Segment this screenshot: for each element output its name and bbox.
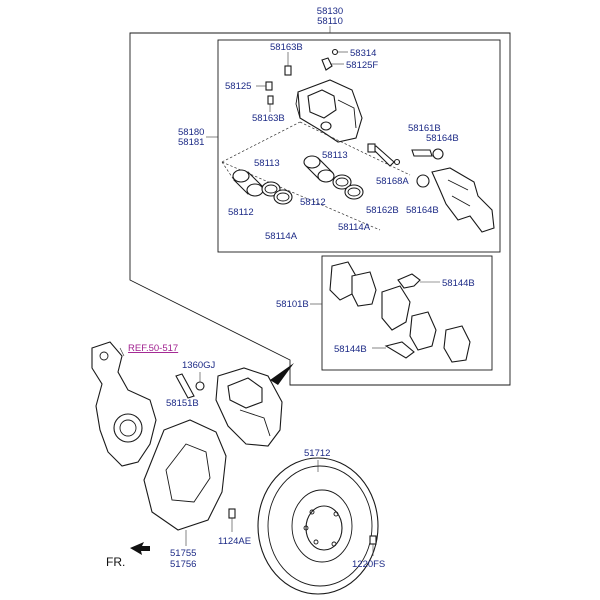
clip-58144b-bottom xyxy=(372,341,415,359)
label-58162b: 58162B xyxy=(366,205,399,216)
assembly-outline xyxy=(129,32,511,386)
label-51756: 51756 xyxy=(170,559,196,570)
label-58151b: 58151B xyxy=(166,398,199,409)
pad-kit-box xyxy=(321,255,493,371)
caliper-bracket xyxy=(431,167,495,233)
pad-inner-mid xyxy=(351,271,377,307)
label-58125f: 58125F xyxy=(346,60,378,71)
caliper-kit-box xyxy=(217,39,501,253)
fr-arrow-icon xyxy=(130,542,150,555)
label-58181: 58181 xyxy=(178,137,204,148)
label-1124ae: 1124AE xyxy=(218,536,251,547)
label-58112-b: 58112 xyxy=(300,197,326,208)
seal-right-b xyxy=(344,184,364,200)
label-58114a-a: 58114A xyxy=(265,231,298,242)
bolt-58125 xyxy=(256,81,273,91)
caliper-body-top xyxy=(295,79,363,143)
pin-58161b xyxy=(411,148,444,160)
label-51755: 51755 xyxy=(170,548,196,559)
label-51712: 51712 xyxy=(304,448,330,459)
piston-left xyxy=(232,169,264,197)
steering-knuckle xyxy=(91,341,157,467)
guide-pin-58162b xyxy=(367,143,395,167)
label-1360gj: 1360GJ xyxy=(182,360,216,371)
ref-leader xyxy=(119,347,125,357)
brake-disc xyxy=(257,457,379,595)
screw-1220fs xyxy=(369,535,377,556)
label-58113-a: 58113 xyxy=(254,158,280,169)
caliper-assembly-lower xyxy=(215,367,283,447)
label-58314: 58314 xyxy=(350,48,376,59)
label-58164b-bottom: 58164B xyxy=(406,205,439,216)
label-58168a: 58168A xyxy=(376,176,409,187)
pad-lower xyxy=(409,311,437,351)
label-58114a-b: 58114A xyxy=(338,222,371,233)
washer-1360gj xyxy=(195,372,205,391)
pin-58168a xyxy=(393,158,401,166)
pad-outer-right xyxy=(443,325,471,363)
dust-shield xyxy=(143,419,227,531)
cap-58125f xyxy=(321,57,344,71)
arrow-pointer xyxy=(270,363,294,385)
label-58144b-bottom: 58144B xyxy=(334,344,367,355)
bolt-58163b-top xyxy=(284,52,292,76)
label-58130: 58130 xyxy=(317,6,343,17)
label-58161b: 58161B xyxy=(408,123,441,134)
seal-left-b xyxy=(273,189,293,205)
label-58125: 58125 xyxy=(225,81,251,92)
pad-center xyxy=(381,285,411,331)
label-58163b-mid: 58163B xyxy=(252,113,285,124)
label-58112-a: 58112 xyxy=(228,207,254,218)
label-58113-b: 58113 xyxy=(322,150,348,161)
bolt-58163b-mid xyxy=(267,95,274,112)
label-58163b-top: 58163B xyxy=(270,42,303,53)
bolt-58151b xyxy=(175,373,195,399)
label-58101b: 58101B xyxy=(276,299,309,310)
clip-58144b-top xyxy=(397,273,440,289)
bolt-1124ae xyxy=(228,508,236,532)
label-58180: 58180 xyxy=(178,127,204,138)
label-ref-50-517: REF.50-517 xyxy=(128,343,178,354)
label-fr: FR. xyxy=(106,555,125,569)
label-58144b-top: 58144B xyxy=(442,278,475,289)
boot-58164b-bottom xyxy=(416,174,430,188)
piston-right xyxy=(303,155,335,183)
label-58164b-top: 58164B xyxy=(426,133,459,144)
label-58110: 58110 xyxy=(317,16,343,27)
seal-right-a xyxy=(332,174,352,190)
piston-guide-lines xyxy=(221,121,411,231)
bleeder-58314 xyxy=(331,48,348,56)
label-1220fs: 1220FS xyxy=(352,559,385,570)
